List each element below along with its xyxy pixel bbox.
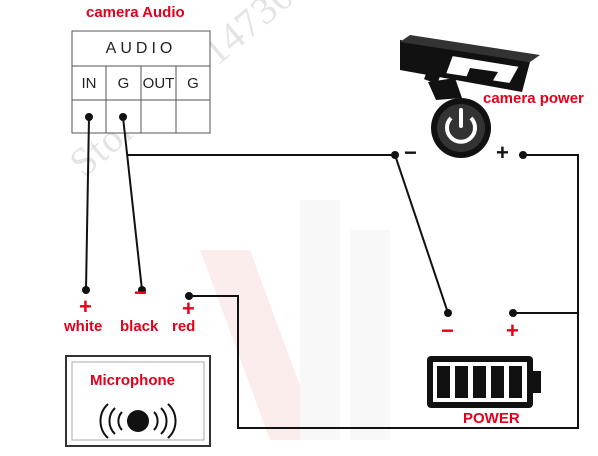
black-label: black <box>120 318 159 335</box>
battery-minus: − <box>441 318 454 343</box>
camera-audio-title: camera Audio <box>86 4 185 21</box>
audio-col-g2: G <box>187 75 199 92</box>
red-plus: + <box>182 296 195 321</box>
wires <box>85 116 579 429</box>
battery-icon <box>427 356 541 408</box>
power-button-icon <box>431 98 491 158</box>
microphone-speaker-icon <box>99 403 177 439</box>
white-plus: + <box>79 294 92 319</box>
audio-connector-table <box>71 30 211 134</box>
audio-header: AUDIO <box>105 40 177 57</box>
black-minus: − <box>134 280 147 305</box>
microphone-label: Microphone <box>90 372 175 389</box>
camera-power-plus: + <box>496 140 509 165</box>
cctv-camera-icon <box>400 35 540 100</box>
terminal-dots <box>82 113 527 317</box>
white-label: white <box>64 318 103 335</box>
red-label: red <box>172 318 196 335</box>
power-label: POWER <box>463 410 520 427</box>
battery-plus: + <box>506 318 519 343</box>
microphone-box <box>65 355 211 447</box>
audio-col-in: IN <box>81 75 97 92</box>
camera-power-label: camera power <box>483 90 584 107</box>
audio-col-g1: G <box>117 75 130 92</box>
background-shapes <box>200 200 390 440</box>
camera-power-minus: − <box>404 140 417 165</box>
audio-col-out: OUT <box>142 75 175 92</box>
